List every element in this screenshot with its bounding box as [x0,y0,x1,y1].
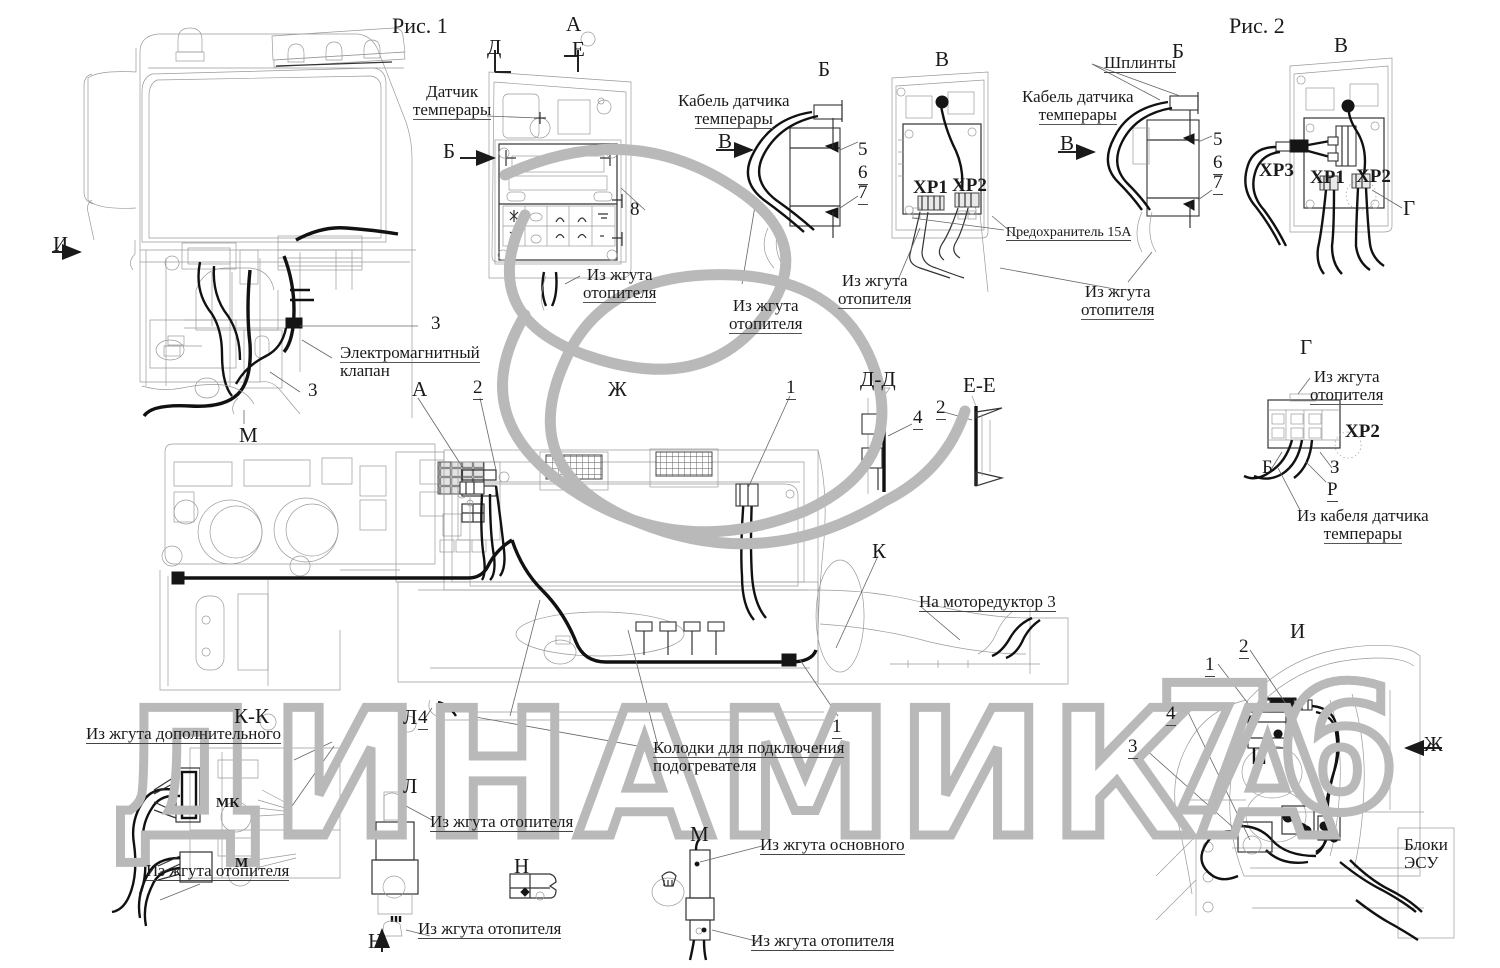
wire-mark-b-g: Б [1262,457,1273,478]
from-heater-harness-m: Из жгута отопителя [751,931,895,952]
temp-sensor-cable-label-rig2: Кабель датчика темперары [1022,87,1134,126]
from-temp-cable-label: Из кабеля датчика темперары [1297,506,1429,545]
detail-g-rig2 [1243,377,1362,511]
section-mark-g-rig2: Г [1300,335,1313,359]
from-main-harness-label: Из жгута основного [760,835,905,856]
section-mark-l-detail: Л [403,774,418,798]
section-mark-m-detail: М [690,822,709,846]
section-mark-zh: Ж [608,377,627,401]
callout-2-i: 2 [1239,636,1249,659]
detail-n [509,873,557,901]
callout-3-i: 3 [1128,736,1138,759]
fuse-label: Предохранитель 15А [1006,225,1132,242]
section-mark-m-left: М [239,423,258,447]
callout-1-floor: 1 [832,716,842,739]
section-mark-kk: К-К [234,704,270,728]
detail-v-rig1 [891,71,1005,293]
section-mark-ee: Е-Е [963,373,996,397]
figure-1-title: Рис. 1 [392,13,448,38]
solenoid-valve-label: Электромагнитный клапан [340,343,480,381]
connector-xp2-rig2: XP2 [1356,166,1391,187]
section-mark-n-arrow: Н [368,929,384,953]
heater-connectors-label: Колодки для подключения подогревателя [653,738,845,776]
detail-m [651,836,763,961]
temp-sensor-cable-label-rig1: Кабель датчика темперары [678,91,790,130]
section-mark-a-dash: А [412,377,428,401]
callout-4-dd: 4 [913,407,923,430]
section-mark-v-arrow-rig2: В [1060,131,1075,155]
section-kk [111,713,341,927]
connector-xp2-g: XP2 [1345,421,1380,442]
motor-mark-mk: МК [216,796,240,811]
esu-blocks-label: Блоки ЭСУ [1404,835,1448,873]
section-mark-dd: Д-Д [860,367,896,391]
section-mark-d: Д [487,35,502,59]
section-mark-e: Е [572,37,585,61]
connector-xp3-rig2: XP3 [1259,160,1294,181]
figure-2-title: Рис. 2 [1229,13,1285,38]
callout-3-b: 3 [308,380,318,401]
callout-2-ee: 2 [936,397,946,420]
from-heater-harness-l1: Из жгута отопителя [430,812,574,833]
section-mark-i-bottomright: И [1290,619,1306,643]
callout-6-b: 6 [858,162,868,185]
section-mark-l-bottom: Л [403,705,418,729]
callout-3-a: 3 [431,313,441,334]
connector-xp2-rig1: XP2 [952,175,987,196]
connector-xp1-rig2: XP1 [1310,167,1345,188]
detail-i-bottomright [1143,644,1455,941]
section-mark-v-rig1: В [935,47,950,71]
from-heater-harness-v2: Из жгута отопителя [1081,282,1155,321]
from-heater-harness-g: Из жгута отопителя [1310,367,1384,406]
section-dd-ee [861,387,1005,494]
section-mark-v-rig2: В [1334,33,1349,57]
callout-2-dash: 2 [473,377,483,400]
section-mark-g-callout: Г [1403,196,1416,220]
to-gearmotor-label: На моторедуктор 3 [919,592,1056,613]
temp-sensor-label: Датчик темперары [413,82,492,121]
from-heater-harness-v: Из жгута отопителя [838,271,912,310]
from-additional-harness-label: Из жгута дополнительного [86,724,281,745]
callout-5-b2: 5 [1213,129,1223,150]
callout-1-i: 1 [1205,654,1215,677]
cab-interior-view [159,395,1069,751]
from-heater-harness-l2: Из жгута отопителя [418,919,562,940]
detail-v-rig2 [1244,57,1403,275]
section-mark-k: К [872,539,887,563]
cab-exterior-view [52,27,418,424]
callout-4-floor: 4 [418,707,428,730]
wire-mark-r-g: Р [1327,479,1338,502]
cotter-pins-label: Шплинты [1104,53,1176,74]
from-heater-harness-panel: Из жгута отопителя [583,265,657,304]
callout-5-b: 5 [858,139,868,160]
detail-l [371,715,433,952]
callout-4-i: 4 [1166,703,1176,726]
callout-8: 8 [630,199,640,220]
section-mark-zh-bottomright: Ж [1424,732,1443,756]
section-mark-i-left: И [53,232,69,256]
detail-b-rig2 [1058,63,1213,283]
callout-1-dash: 1 [786,377,796,400]
callout-7-b2: 7 [1213,172,1223,195]
connector-xp1-rig1: XP1 [913,177,948,198]
wire-mark-z-g: З [1330,457,1340,478]
from-heater-harness-kk: Из жгута отопителя [146,861,290,882]
callout-6-b2: 6 [1213,152,1223,175]
from-heater-harness-b: Из жгута отопителя [729,296,803,335]
motor-mark-m: М [235,856,249,871]
section-mark-a: А [566,12,582,36]
section-mark-b-rig1: Б [818,57,831,81]
section-mark-v-arrow-rig1: В [718,129,733,153]
section-mark-b-arrow: Б [443,139,456,163]
section-mark-b-rig2: Б [1172,39,1185,63]
section-mark-n-detail: Н [514,854,530,878]
callout-7-b: 7 [858,182,868,205]
